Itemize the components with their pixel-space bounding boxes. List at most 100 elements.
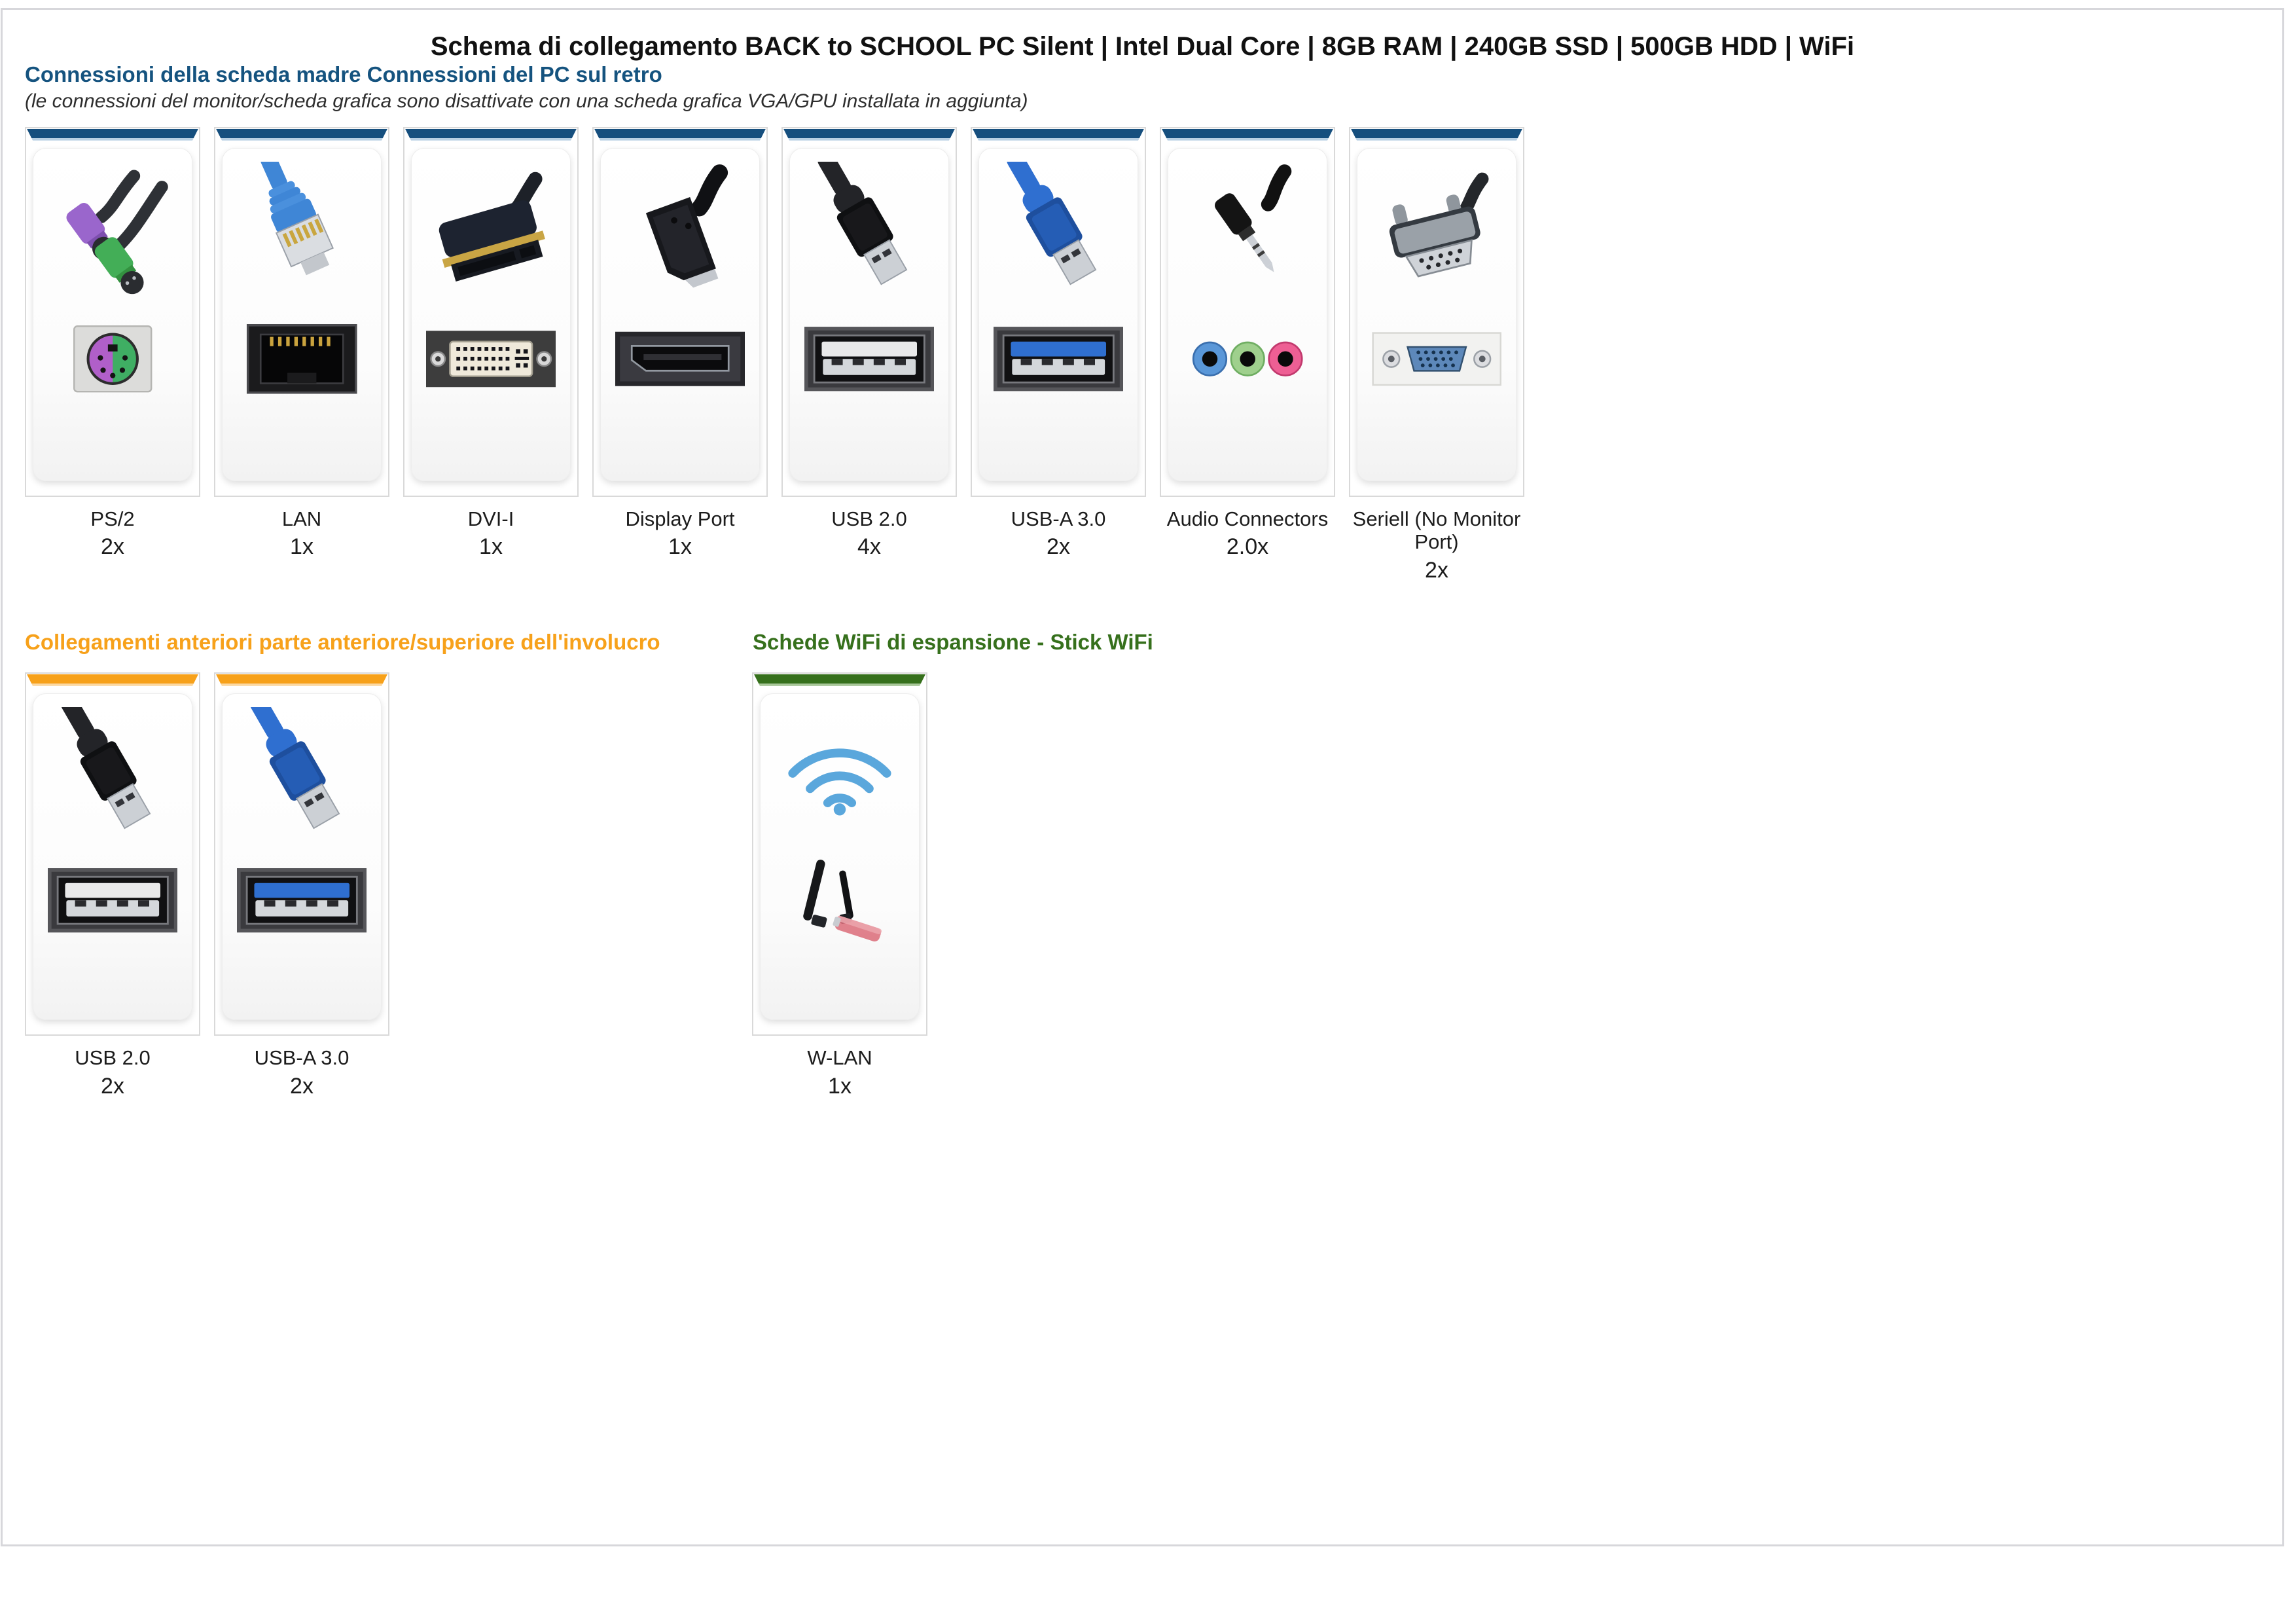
wifi-signal-icon [780, 714, 900, 824]
port-card-usb2 [781, 126, 957, 497]
port-card-column: USB-A 3.0 2x [971, 126, 1146, 560]
card-color-bar [973, 129, 1144, 141]
page-container: Schema di collegamento BACK to SCHOOL PC… [1, 8, 2284, 1546]
card-color-bar [1162, 129, 1333, 141]
page-title: Schema di collegamento BACK to SCHOOL PC… [430, 32, 1855, 61]
port-card-usb2 [25, 672, 200, 1036]
port-count: 2x [290, 1073, 314, 1099]
section-rear: Connessioni della scheda madre Connessio… [25, 62, 2260, 583]
connector-photo [222, 147, 382, 481]
port-label: PS/2 [90, 507, 135, 530]
lower-headings-row: Collegamenti anteriori parte anteriore/s… [25, 629, 2260, 657]
port-label: DVI-I [467, 507, 514, 530]
port-label: USB 2.0 [831, 507, 907, 530]
rear-section-heading: Connessioni della scheda madre Connessio… [25, 62, 662, 86]
connector-photo [33, 693, 192, 1020]
port-count: 1x [479, 534, 503, 560]
port-card-column: USB-A 3.0 2x [214, 672, 389, 1099]
port-card-column: LAN 1x [214, 126, 389, 560]
ps2-port-icon [48, 324, 177, 393]
card-color-bar [216, 129, 387, 141]
wifi-section-heading: Schede WiFi di espansione - Stick WiFi [753, 629, 1153, 654]
port-label: W-LAN [807, 1046, 872, 1069]
port-card-column: Seriell (No Monitor Port) 2x [1349, 126, 1524, 583]
wifi-antenna-icon [783, 837, 897, 968]
port-card-usb3 [971, 126, 1146, 497]
card-color-bar [216, 674, 387, 686]
audio-plug-icon [1178, 162, 1318, 308]
serial-port-icon [1372, 324, 1501, 393]
port-card-displayport [592, 126, 768, 497]
displayport-plug-icon [611, 162, 750, 308]
card-color-bar [405, 129, 577, 141]
connector-photo [789, 147, 949, 481]
connector-photo [33, 147, 192, 481]
port-count: 2x [101, 534, 124, 560]
port-card-column: DVI-I 1x [403, 126, 579, 560]
port-count: 4x [857, 534, 881, 560]
card-color-bar [783, 129, 955, 141]
port-count: 2x [1047, 534, 1070, 560]
port-count: 2x [1425, 557, 1448, 583]
port-count: 2.0x [1226, 534, 1269, 560]
usb2-plug-icon [800, 151, 939, 308]
lan-port-icon [237, 324, 367, 394]
card-color-bar [1351, 129, 1522, 141]
port-label: Display Port [625, 507, 735, 530]
port-card-lan [214, 126, 389, 497]
port-card-column: USB 2.0 2x [25, 672, 200, 1099]
usb2-port-icon [47, 866, 178, 934]
audio-jacks-icon [1183, 324, 1312, 393]
usb2-plug-icon [43, 695, 183, 850]
rear-cards-row: PS/2 2x LAN 1x [25, 126, 2260, 583]
port-card-dvi [403, 126, 579, 497]
port-card-serial [1349, 126, 1524, 497]
port-card-column: Display Port 1x [592, 126, 768, 560]
port-card-wlan [752, 672, 927, 1036]
usb2-port-icon [804, 324, 935, 393]
usb3-port-icon [236, 866, 367, 934]
connector-photo [1357, 147, 1516, 481]
card-color-bar [754, 674, 925, 686]
port-label: LAN [281, 507, 322, 530]
connector-photo [222, 693, 382, 1020]
port-label: Seriell (No Monitor Port) [1352, 507, 1521, 554]
port-card-column: PS/2 2x [25, 126, 200, 560]
displayport-port-icon [615, 324, 745, 393]
wifi-cards-row: W-LAN 1x [752, 672, 941, 1099]
serial-plug-icon [1367, 162, 1507, 308]
port-card-usb3 [214, 672, 389, 1036]
usb3-plug-icon [989, 151, 1128, 308]
port-count: 2x [101, 1073, 124, 1099]
usb3-plug-icon [232, 695, 372, 850]
rear-section-note: (le connessioni del monitor/scheda grafi… [25, 90, 1028, 112]
connector-photo [411, 147, 571, 481]
dvi-port-icon [425, 324, 556, 393]
card-color-bar [27, 129, 198, 141]
connector-photo [600, 147, 760, 481]
connector-photo [760, 693, 920, 1020]
port-count: 1x [668, 534, 692, 560]
port-label: USB 2.0 [75, 1046, 151, 1069]
port-card-column: W-LAN 1x [752, 672, 927, 1099]
port-count: 1x [290, 534, 314, 560]
lower-cards-row: USB 2.0 2x USB-A 3.0 2x [25, 672, 2260, 1099]
dvi-plug-icon [422, 162, 561, 308]
ps2-plug-icon [43, 162, 183, 308]
port-label: Audio Connectors [1166, 507, 1329, 530]
card-color-bar [27, 674, 198, 686]
connector-photo [1168, 147, 1327, 481]
port-card-column: Audio Connectors 2.0x [1160, 126, 1335, 560]
port-label: USB-A 3.0 [254, 1046, 350, 1069]
port-label: USB-A 3.0 [1011, 507, 1106, 530]
connector-photo [978, 147, 1138, 481]
front-section-heading: Collegamenti anteriori parte anteriore/s… [25, 629, 660, 654]
front-cards-row: USB 2.0 2x USB-A 3.0 2x [25, 672, 403, 1099]
port-card-column: USB 2.0 4x [781, 126, 957, 560]
port-count: 1x [828, 1073, 852, 1099]
port-card-audio [1160, 126, 1335, 497]
card-color-bar [594, 129, 766, 141]
port-card-ps2 [25, 126, 200, 497]
usb3-port-icon [993, 324, 1124, 393]
lan-plug-icon [232, 152, 372, 308]
